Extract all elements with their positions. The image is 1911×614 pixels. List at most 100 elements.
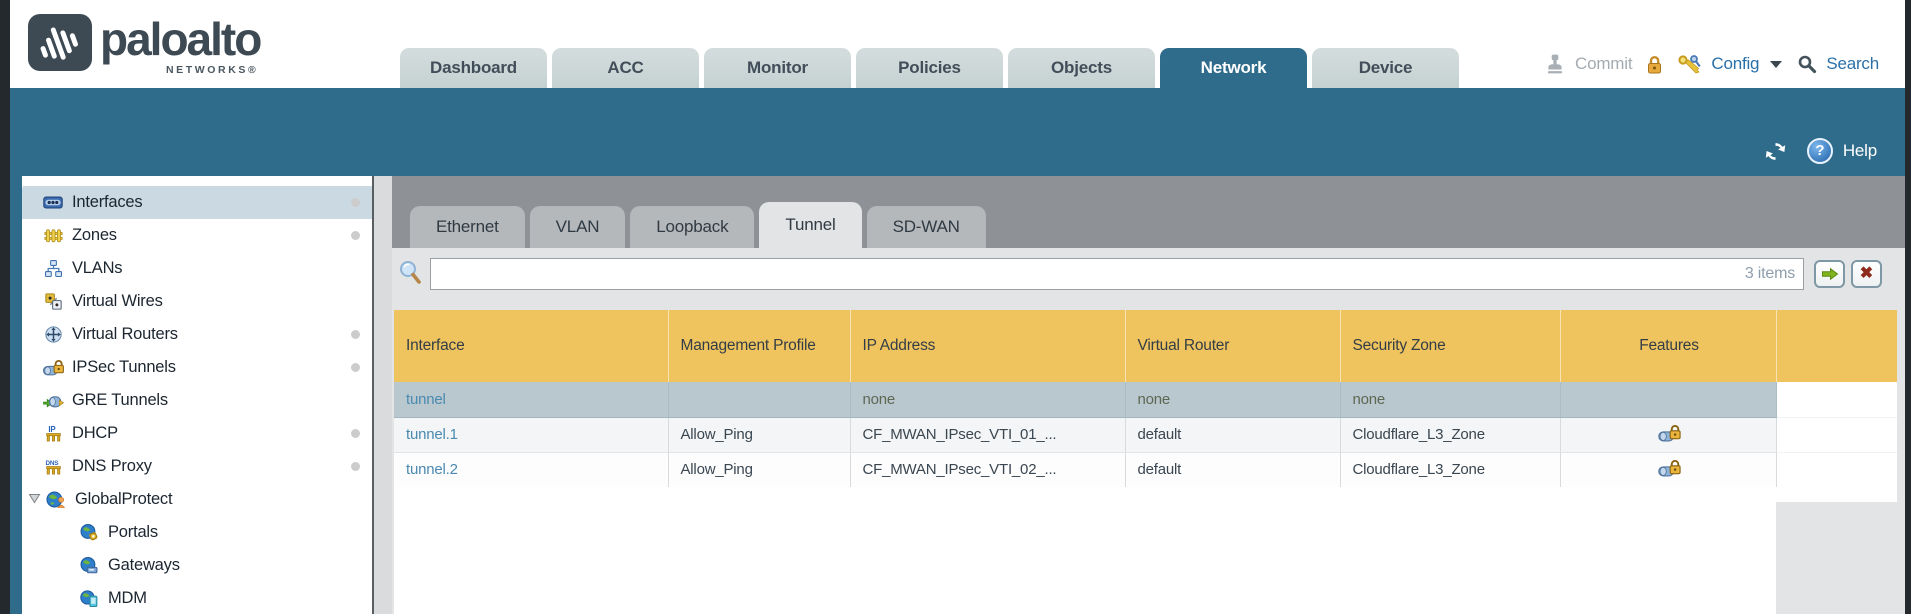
sidebar-item-label: VLANs: [72, 259, 123, 277]
cell-security-zone: Cloudflare_L3_Zone: [1340, 452, 1561, 488]
top-action-bar: Commit Config: [1544, 48, 1879, 80]
interfaces-icon: [42, 194, 64, 212]
sidebar-item-label: DNS Proxy: [72, 457, 152, 475]
gre-tunnels-icon: [42, 392, 64, 410]
ipsec-lock-icon: [1657, 459, 1681, 476]
clear-filter-button[interactable]: ✖: [1851, 260, 1882, 288]
col-virtual-router[interactable]: Virtual Router: [1125, 310, 1341, 382]
subtab-vlan[interactable]: VLAN: [529, 206, 626, 248]
sidebar-item-label: Portals: [108, 523, 158, 541]
commit-button[interactable]: Commit: [1575, 54, 1633, 73]
col-security-zone[interactable]: Security Zone: [1340, 310, 1561, 382]
window-left-edge: [0, 0, 10, 614]
main-navigation-tabs: Dashboard ACC Monitor Policies Objects N…: [400, 48, 1459, 88]
brand-name: paloalto: [100, 13, 262, 65]
sidebar-item-zones[interactable]: Zones: [22, 219, 372, 252]
sidebar-item-dns-proxy[interactable]: DNS DNS Proxy: [22, 450, 372, 483]
cell-filler: [1776, 417, 1897, 453]
sidebar-item-label: Virtual Routers: [72, 325, 178, 343]
magnifier-icon: [398, 259, 422, 290]
cell-virtual-router: default: [1125, 417, 1341, 453]
sidebar-item-interfaces[interactable]: Interfaces: [22, 186, 372, 219]
vlans-icon: [42, 260, 64, 278]
sidebar-item-label: DHCP: [72, 424, 118, 442]
tab-objects[interactable]: Objects: [1008, 48, 1155, 88]
tab-dashboard[interactable]: Dashboard: [400, 48, 547, 88]
sidebar-dot: [351, 231, 360, 240]
sidebar-splitter[interactable]: [372, 176, 392, 614]
table-row[interactable]: tunnel.1 Allow_Ping CF_MWAN_IPsec_VTI_01…: [394, 417, 1897, 453]
col-filler: [1776, 310, 1897, 382]
refresh-icon[interactable]: [1762, 140, 1789, 163]
sidebar-item-gre-tunnels[interactable]: GRE Tunnels: [22, 384, 372, 417]
subtab-ethernet[interactable]: Ethernet: [410, 206, 525, 248]
config-keys-icon: [1677, 54, 1702, 75]
lock-icon[interactable]: [1645, 54, 1664, 75]
col-management-profile[interactable]: Management Profile: [668, 310, 851, 382]
sidebar-item-label: Interfaces: [72, 193, 143, 211]
help-label[interactable]: Help: [1842, 141, 1877, 160]
sidebar-item-portals[interactable]: Portals: [22, 516, 372, 549]
tab-network[interactable]: Network: [1160, 48, 1307, 88]
sidebar-item-label: GlobalProtect: [75, 490, 173, 508]
globalprotect-icon: [45, 491, 67, 509]
cell-management-profile: [668, 382, 851, 418]
subtab-sdwan[interactable]: SD-WAN: [866, 206, 986, 248]
interface-link[interactable]: tunnel.1: [406, 426, 458, 443]
teal-action-bar: ? Help: [1762, 138, 1877, 164]
config-menu[interactable]: Config: [1711, 54, 1760, 73]
cell-management-profile: Allow_Ping: [668, 452, 851, 488]
tab-monitor[interactable]: Monitor: [704, 48, 851, 88]
interface-link[interactable]: tunnel: [406, 390, 446, 408]
portals-icon: [78, 524, 100, 542]
sidebar-item-gateways[interactable]: Gateways: [22, 549, 372, 582]
subtab-loopback[interactable]: Loopback: [630, 206, 755, 248]
mdm-icon: [78, 590, 100, 608]
col-features[interactable]: Features: [1560, 310, 1777, 382]
red-x-icon: ✖: [1859, 265, 1874, 282]
apply-filter-button[interactable]: [1814, 260, 1845, 288]
filter-bar: 3 items ✖: [398, 258, 1882, 290]
sidebar-item-globalprotect[interactable]: GlobalProtect: [22, 483, 372, 516]
sidebar-item-label: Virtual Wires: [72, 292, 163, 310]
filter-input-box: 3 items: [430, 258, 1804, 290]
help-icon[interactable]: ?: [1806, 138, 1833, 164]
tab-device[interactable]: Device: [1312, 48, 1459, 88]
cell-features: [1560, 452, 1777, 488]
sidebar-item-ipsec-tunnels[interactable]: IPSec Tunnels: [22, 351, 372, 384]
sidebar-list: Interfaces Zones VLANs Virtua: [22, 182, 372, 614]
sidebar-item-mdm[interactable]: MDM: [22, 582, 372, 614]
sidebar-dot: [351, 462, 360, 471]
sidebar-item-virtual-wires[interactable]: Virtual Wires: [22, 285, 372, 318]
zones-icon: [42, 227, 64, 245]
tab-acc[interactable]: ACC: [552, 48, 699, 88]
table-row[interactable]: tunnel.2 Allow_Ping CF_MWAN_IPsec_VTI_02…: [394, 452, 1897, 488]
filter-input[interactable]: [431, 265, 1745, 283]
virtual-routers-icon: [42, 326, 64, 344]
tunnel-interfaces-table: Interface Management Profile IP Address …: [394, 310, 1897, 488]
cell-virtual-router: none: [1125, 382, 1341, 418]
tab-policies[interactable]: Policies: [856, 48, 1003, 88]
expander-triangle-icon[interactable]: [28, 491, 42, 509]
cell-ip-address: CF_MWAN_IPsec_VTI_01_...: [850, 417, 1126, 453]
config-caret-icon[interactable]: [1770, 60, 1783, 68]
search-button[interactable]: Search: [1826, 54, 1879, 73]
sidebar-item-virtual-routers[interactable]: Virtual Routers: [22, 318, 372, 351]
sidebar-item-vlans[interactable]: VLANs: [22, 252, 372, 285]
col-interface[interactable]: Interface: [394, 310, 669, 382]
sidebar-dot: [351, 198, 360, 207]
col-ip-address[interactable]: IP Address: [850, 310, 1126, 382]
subtab-tunnel[interactable]: Tunnel: [759, 202, 862, 248]
ipsec-lock-icon: [1657, 424, 1681, 441]
sidebar-item-label: MDM: [108, 589, 147, 607]
sidebar-item-label: IPSec Tunnels: [72, 358, 176, 376]
paloalto-logo-icon: [28, 14, 92, 71]
sidebar-item-dhcp[interactable]: IP DHCP: [22, 417, 372, 450]
interface-link[interactable]: tunnel.2: [406, 461, 458, 478]
table-row[interactable]: tunnel none none none: [394, 382, 1897, 418]
interface-type-tabs: Ethernet VLAN Loopback Tunnel SD-WAN: [410, 202, 986, 248]
cell-features: [1560, 382, 1777, 418]
gateways-icon: [78, 557, 100, 575]
paloalto-logo-text: paloalto NETWORKS®: [100, 13, 262, 76]
